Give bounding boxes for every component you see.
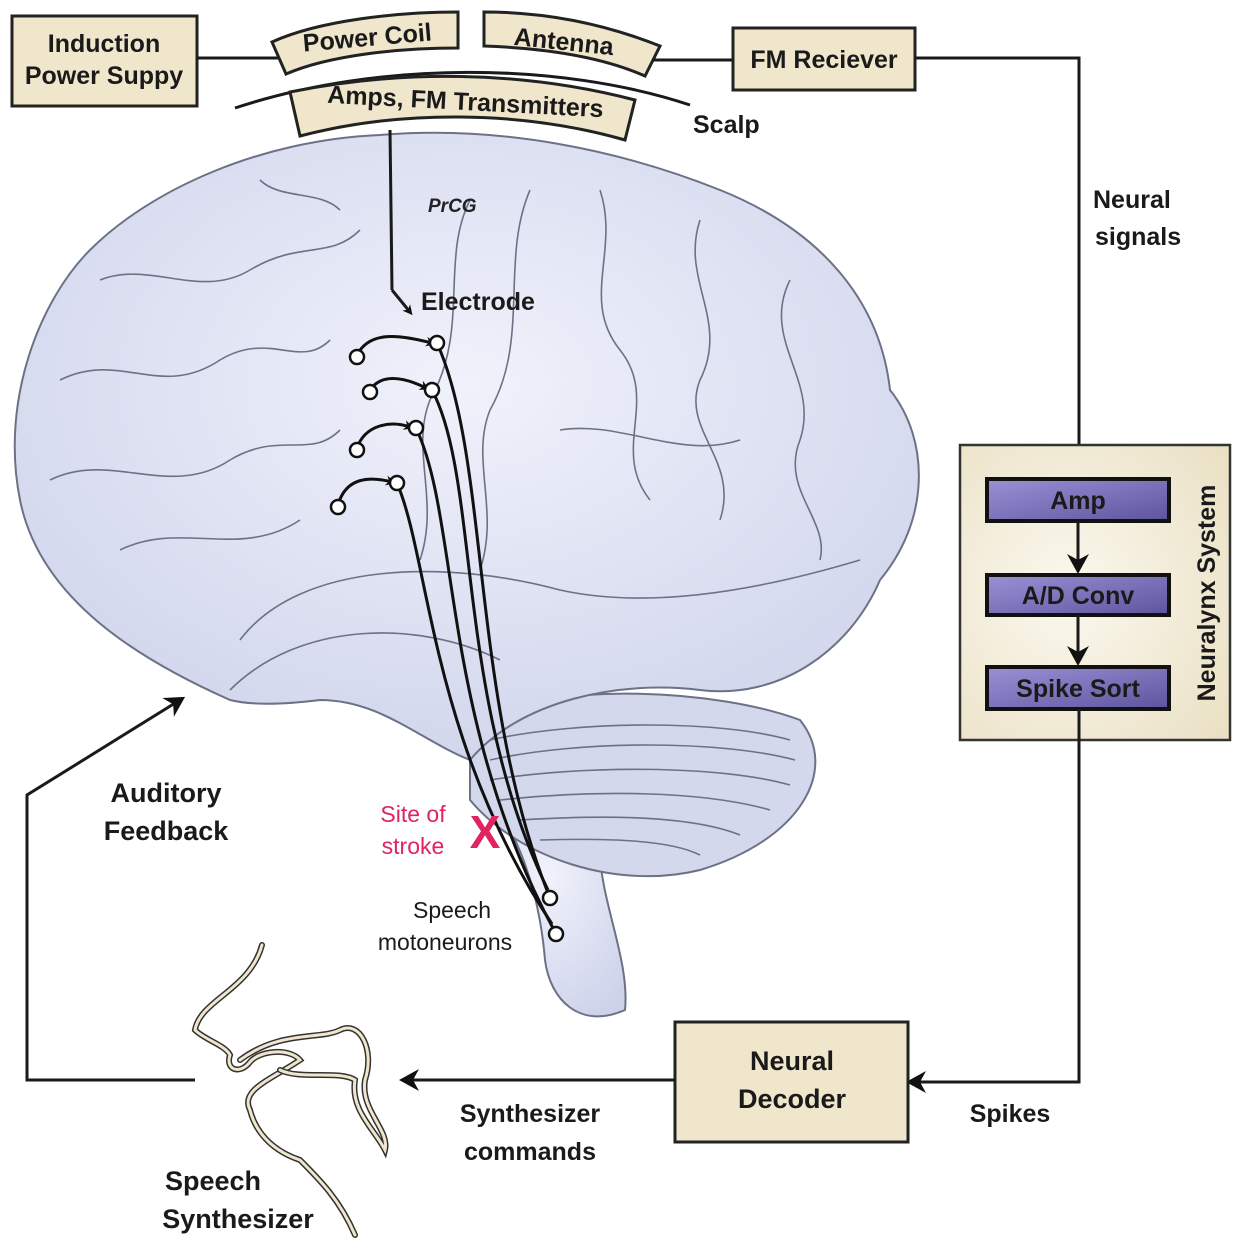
site-of-stroke-label-2: stroke bbox=[382, 833, 445, 859]
induction-power-supply-box bbox=[10, 14, 199, 108]
auditory-feedback-label-2: Feedback bbox=[104, 816, 230, 846]
site-of-stroke-label-1: Site of bbox=[380, 801, 446, 827]
neural-signals-label-2: signals bbox=[1095, 223, 1181, 251]
spikes-arrow bbox=[906, 709, 1081, 1093]
stroke-x-mark: X bbox=[470, 806, 501, 858]
spike-sort-label: Spike Sort bbox=[1016, 675, 1140, 703]
ad-conv-label: A/D Conv bbox=[1022, 582, 1135, 610]
speech-synthesizer-label-1: Speech bbox=[165, 1166, 261, 1196]
induction-power-supply-label-1: Induction bbox=[48, 30, 160, 58]
electrodes bbox=[329, 334, 565, 943]
auditory-feedback-arrow bbox=[25, 696, 195, 1082]
scalp-label: Scalp bbox=[693, 111, 760, 139]
fm-receiver-label: FM Reciever bbox=[750, 46, 898, 74]
lead-line bbox=[388, 129, 394, 291]
synthesizer-commands-label-2: commands bbox=[464, 1138, 596, 1166]
neural-decoder-box bbox=[673, 1020, 910, 1144]
speech-motoneurons-label-1: Speech bbox=[413, 897, 491, 923]
speech-synthesizer-label-2: Synthesizer bbox=[162, 1204, 314, 1234]
fm-receiver-box bbox=[731, 26, 917, 92]
lead-arrow bbox=[390, 289, 413, 316]
power-coil-box bbox=[270, 10, 460, 76]
spike-sort-box bbox=[985, 665, 1171, 711]
power-coil-label: Power Coil bbox=[302, 18, 433, 57]
cerebrum-gyri bbox=[49, 179, 861, 691]
electrode-label: Electrode bbox=[421, 288, 535, 316]
neuralynx-system-label: Neuralynx System bbox=[1193, 485, 1221, 702]
ad-conv-box bbox=[985, 573, 1171, 617]
neural-signals-label-1: Neural bbox=[1093, 186, 1171, 214]
amp-label: Amp bbox=[1050, 487, 1106, 515]
neural-pathways bbox=[336, 335, 557, 933]
cerebellum-folia bbox=[489, 724, 796, 856]
amps-fm-transmitters-box bbox=[288, 74, 637, 142]
neural-decoder-label-2: Decoder bbox=[738, 1084, 847, 1114]
vocal-tract-icon bbox=[191, 942, 389, 1238]
speech-motoneurons-label-2: motoneurons bbox=[378, 929, 512, 955]
brain-illustration bbox=[13, 131, 920, 1018]
cerebrum bbox=[13, 131, 920, 762]
neural-decoder-label-1: Neural bbox=[750, 1046, 834, 1076]
prcg-label: PrCG bbox=[428, 196, 477, 217]
spikes-label: Spikes bbox=[970, 1100, 1051, 1128]
auditory-feedback-label-1: Auditory bbox=[111, 778, 222, 808]
neural-signals-arrow bbox=[915, 56, 1090, 476]
induction-power-supply-label-2: Power Suppy bbox=[25, 62, 183, 90]
synthesizer-commands-label-1: Synthesizer bbox=[460, 1100, 601, 1128]
